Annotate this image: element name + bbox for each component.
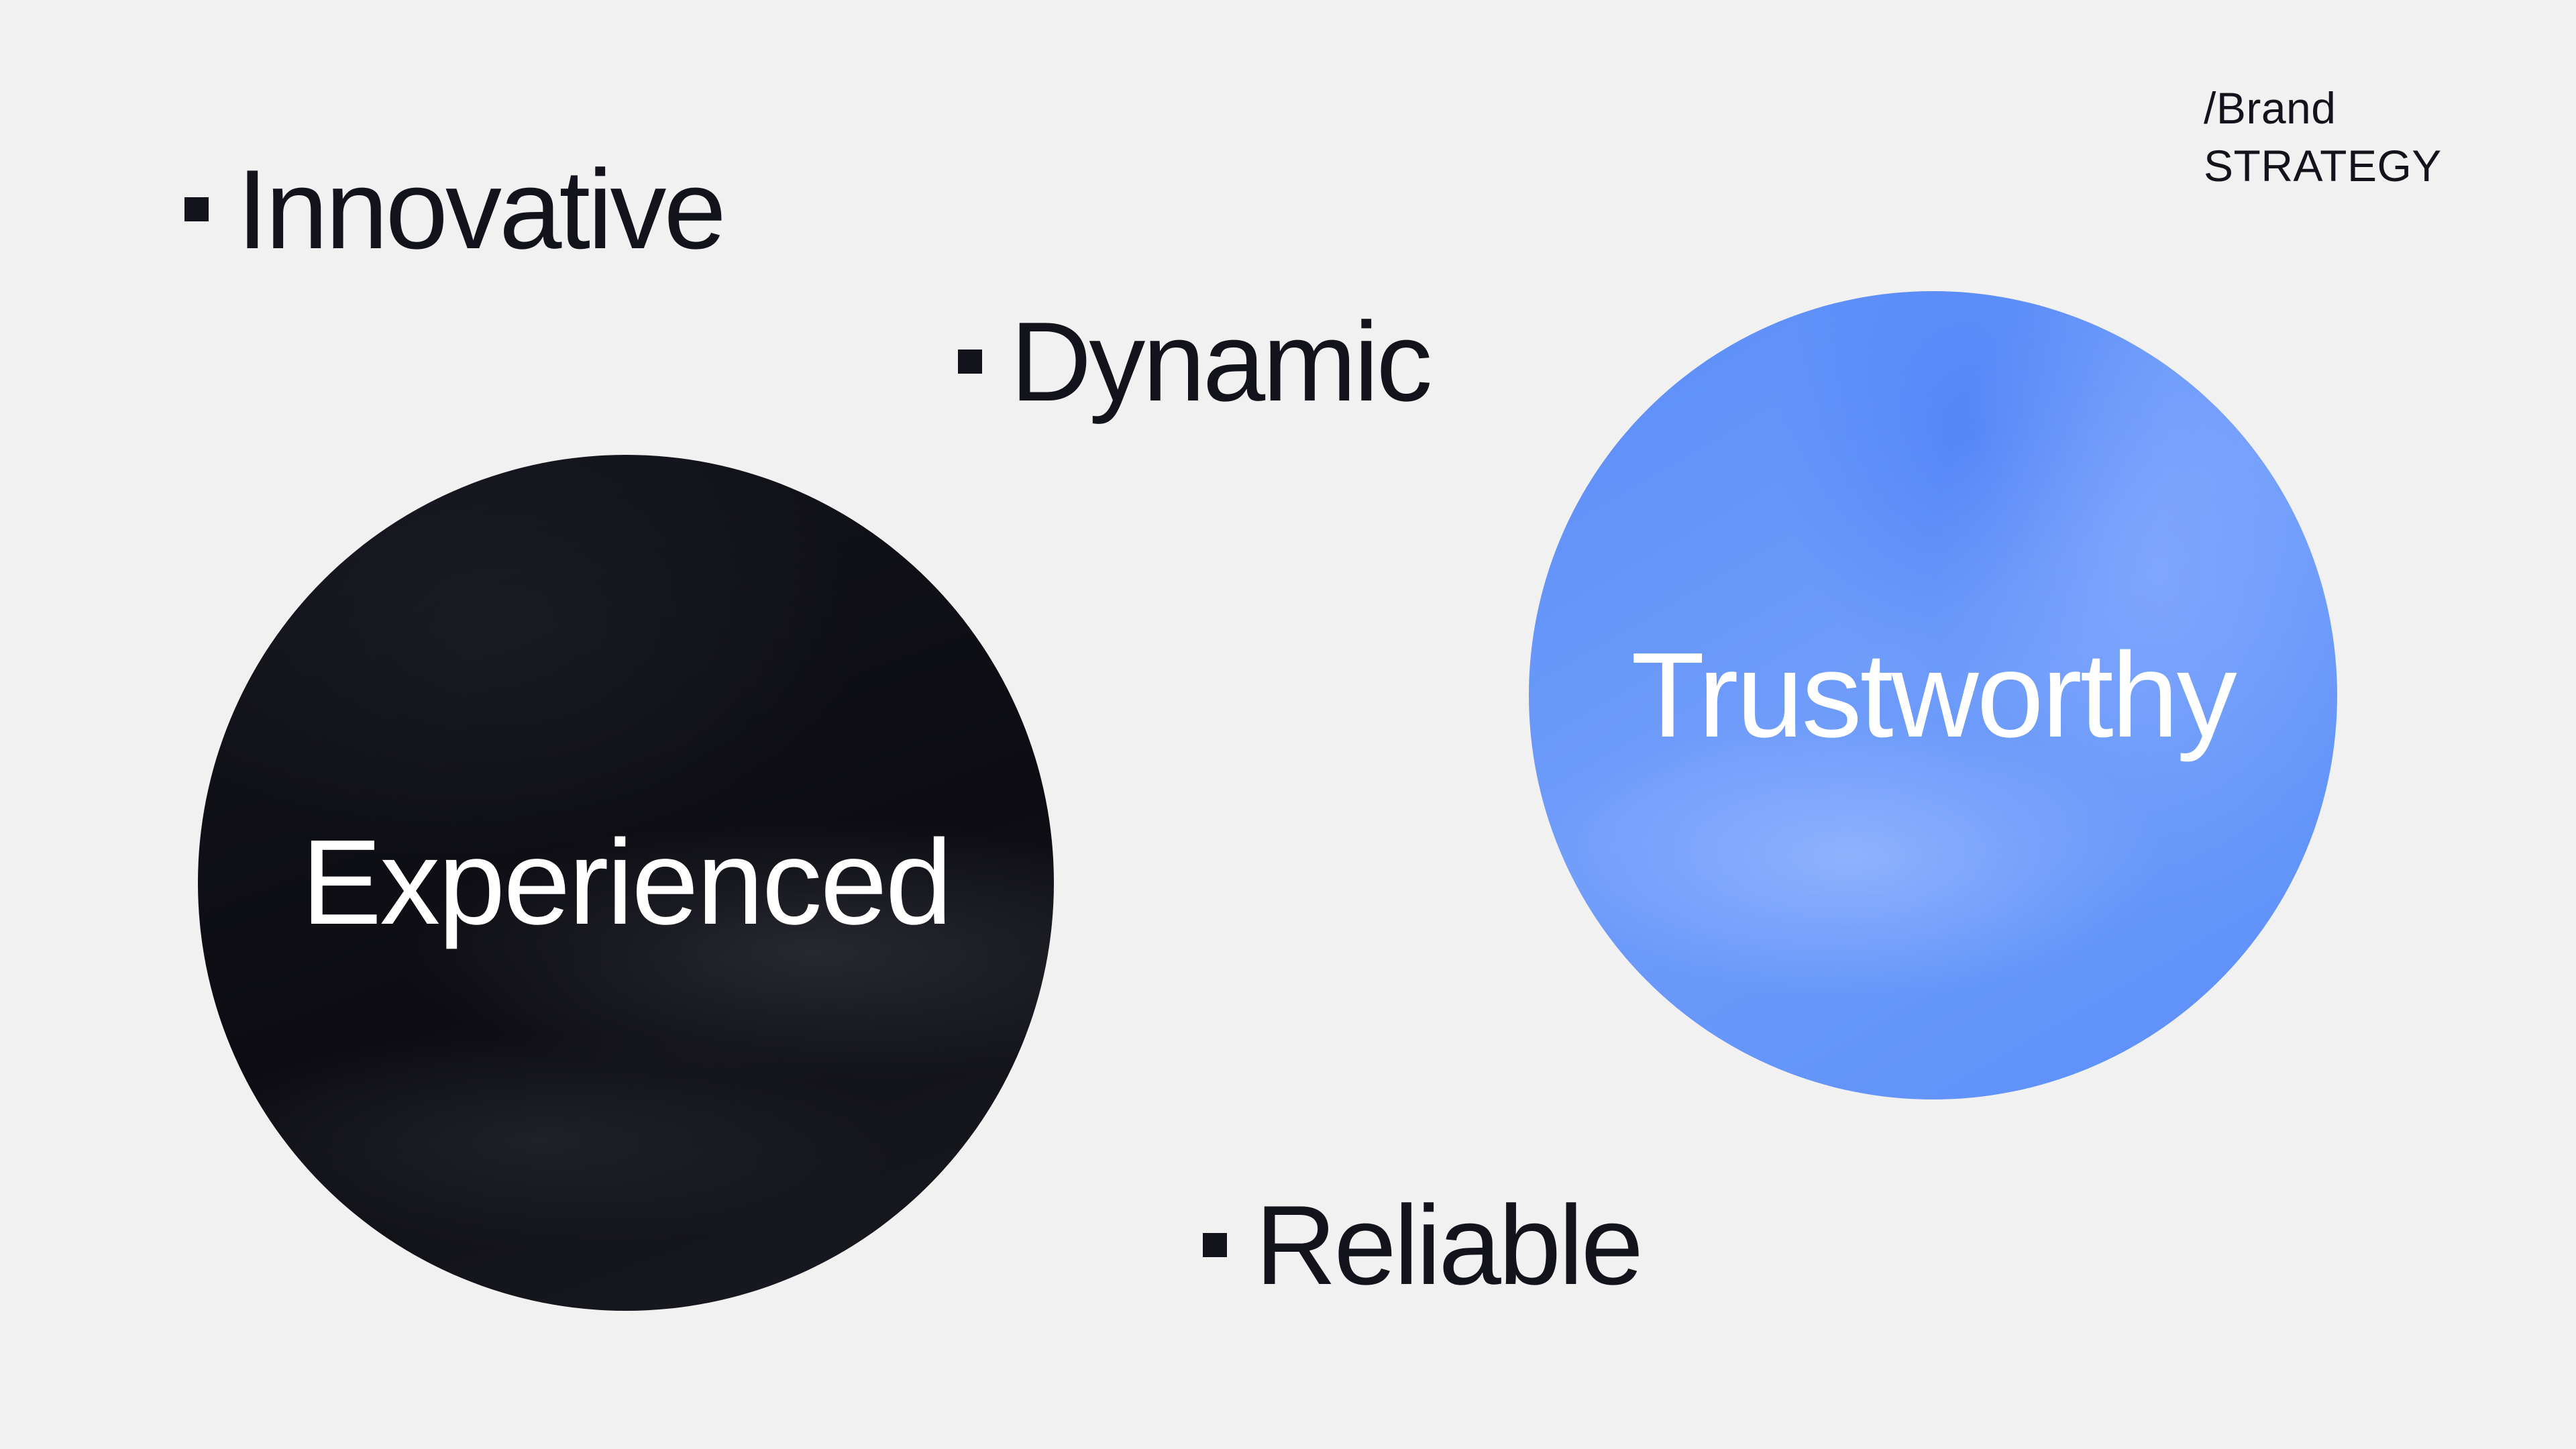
attribute-label: Dynamic [1010, 299, 1432, 425]
attribute-reliable: Reliable [1203, 1182, 1644, 1308]
square-bullet-icon [184, 197, 209, 221]
trustworthy-circle: Trustworthy [1529, 291, 2337, 1099]
brand-tag-line-2: STRATEGY [2204, 141, 2442, 191]
brand-strategy-tag: /Brand STRATEGY [2204, 79, 2442, 195]
square-bullet-icon [1203, 1233, 1227, 1257]
square-bullet-icon [958, 350, 982, 374]
attribute-label: Reliable [1255, 1182, 1644, 1308]
attribute-dynamic: Dynamic [958, 299, 1432, 425]
experienced-circle: Experienced [198, 455, 1054, 1311]
circle-label: Experienced [301, 815, 953, 950]
brand-tag-line-1: /Brand [2204, 83, 2337, 133]
attribute-innovative: Innovative [184, 146, 727, 272]
attribute-label: Innovative [237, 146, 727, 272]
circle-label: Trustworthy [1631, 627, 2237, 763]
